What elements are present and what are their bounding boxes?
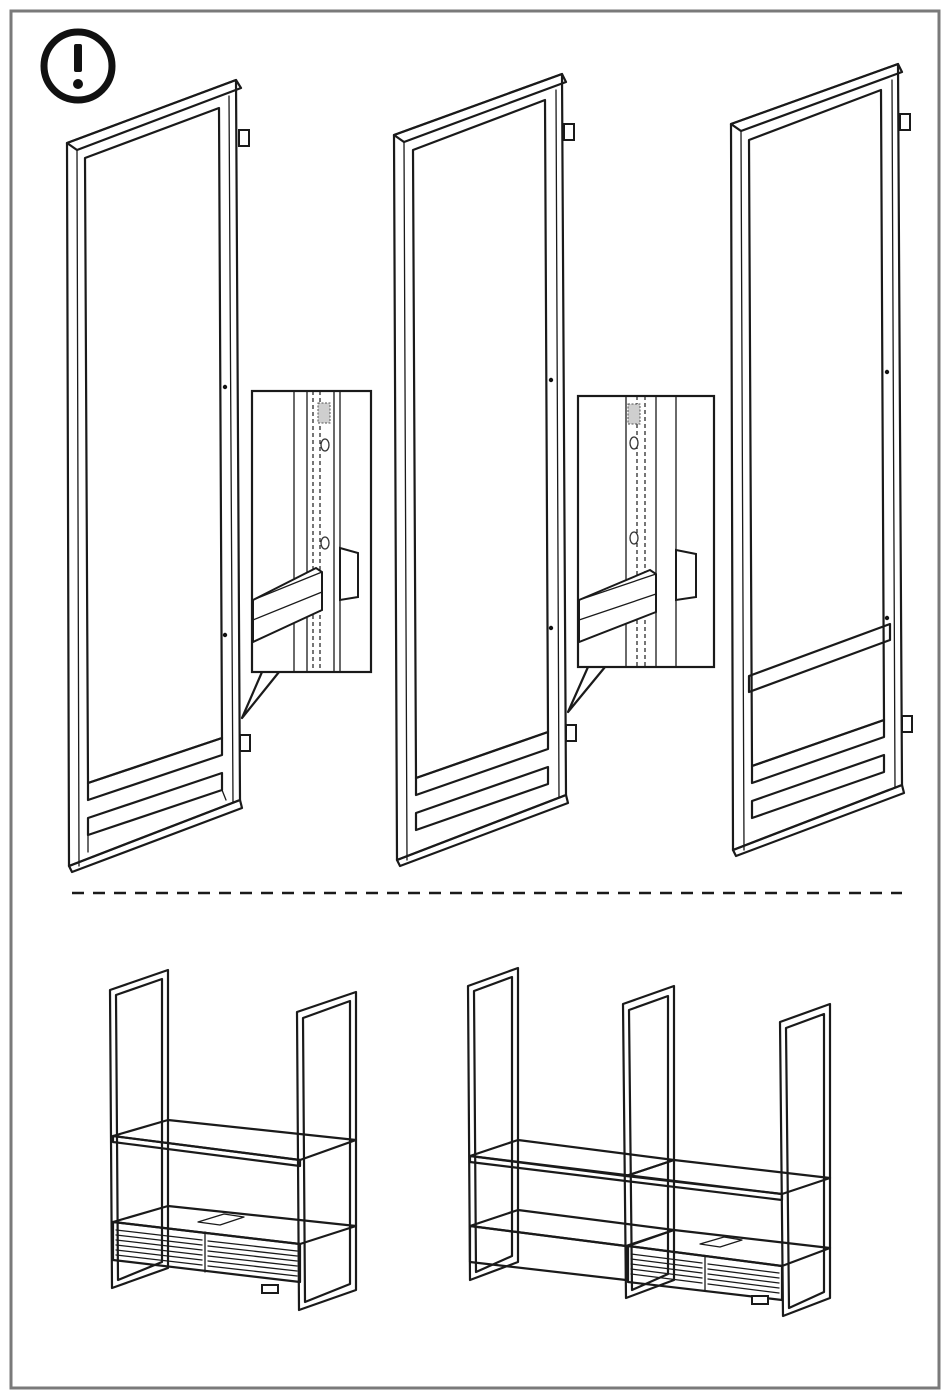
assembled-unit-1 xyxy=(110,970,356,1310)
assembled-unit-2 xyxy=(468,968,830,1316)
frame-panel-3 xyxy=(731,64,912,856)
frame-panel-1 xyxy=(67,80,250,872)
frame-panel-2 xyxy=(394,74,576,866)
exclamation-circle-icon xyxy=(44,32,112,100)
detail-callout-1 xyxy=(242,391,371,718)
detail-callout-2 xyxy=(568,396,714,712)
